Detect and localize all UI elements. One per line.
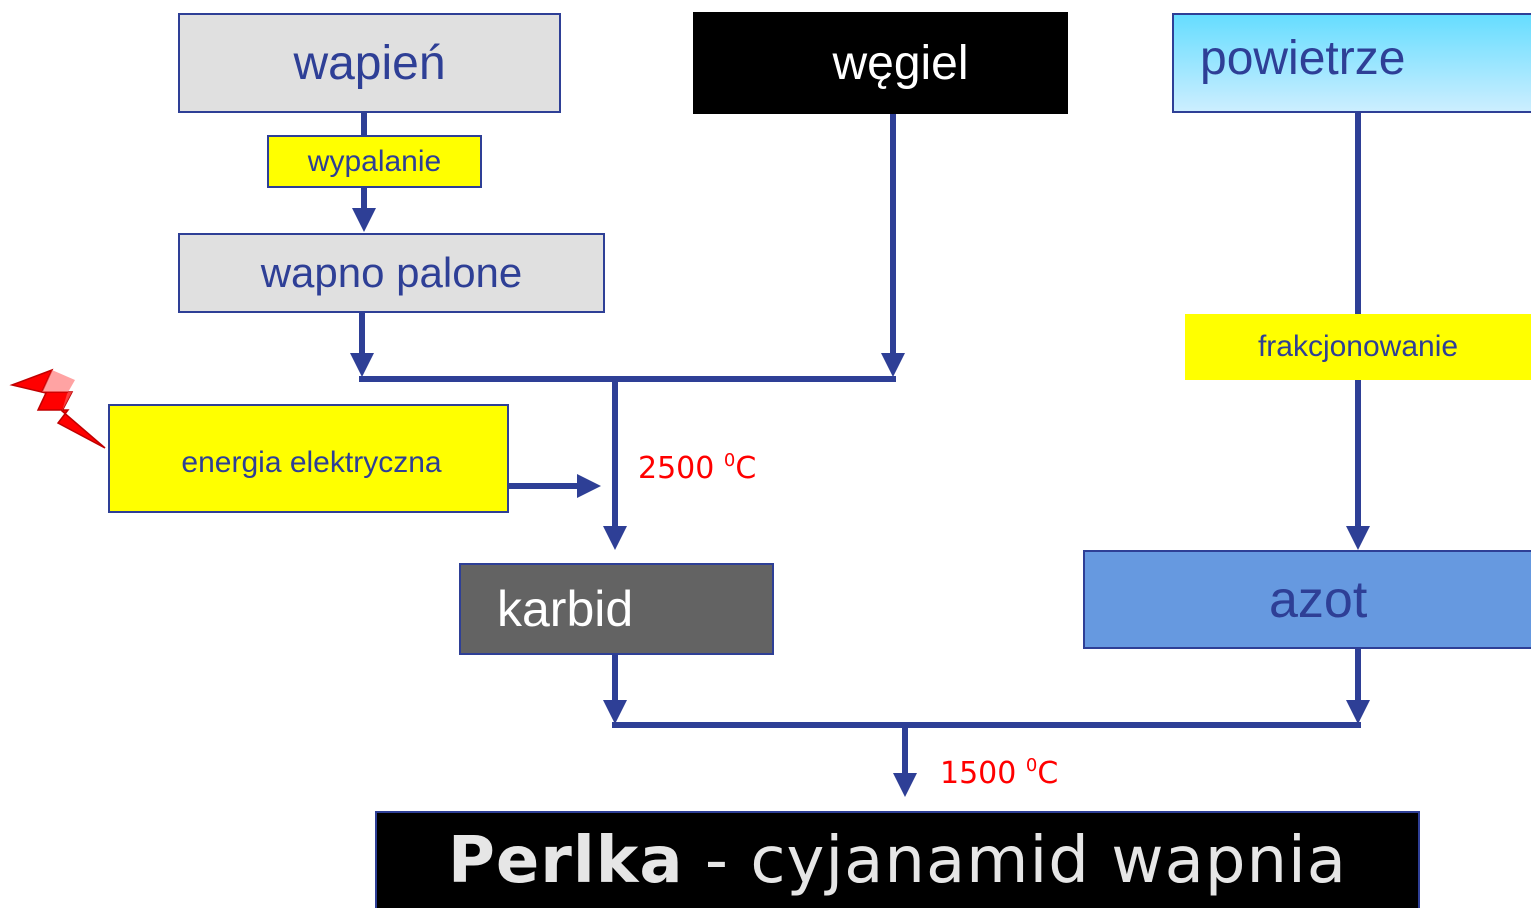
azot-label: azot <box>1269 570 1368 629</box>
temperature-2500: 2500 0C <box>638 450 757 486</box>
powietrze-label: powietrze <box>1200 31 1406 85</box>
azot-box: azot <box>1083 550 1531 649</box>
lightning-icon <box>9 368 106 449</box>
karbid-label: karbid <box>497 581 634 637</box>
product-box: Perlka - cyjanamid wapnia <box>375 811 1420 908</box>
frakcjonowanie-label: frakcjonowanie <box>1257 330 1459 363</box>
wapno-palone-label: wapno palone <box>260 249 523 296</box>
wapno-palone-box: wapno palone <box>178 233 605 313</box>
wypalanie-label: wypalanie <box>307 144 442 178</box>
wypalanie-box: wypalanie <box>267 135 482 188</box>
powietrze-box: powietrze <box>1172 13 1531 113</box>
wapien-label: wapień <box>293 36 446 90</box>
wegiel-label: węgiel <box>832 36 969 90</box>
wapien-box: wapień <box>178 13 561 113</box>
frakcjonowanie-box: frakcjonowanie <box>1185 314 1531 380</box>
temperature-1500: 1500 0C <box>940 755 1059 791</box>
karbid-box: karbid <box>459 563 774 655</box>
energia-label: energia elektryczna <box>181 446 442 479</box>
product-label-bold: Perlka <box>447 823 684 898</box>
product-label-rest: - cyjanamid wapnia <box>683 823 1348 898</box>
wegiel-box: węgiel <box>693 12 1068 114</box>
energia-box: energia elektryczna <box>108 404 509 513</box>
